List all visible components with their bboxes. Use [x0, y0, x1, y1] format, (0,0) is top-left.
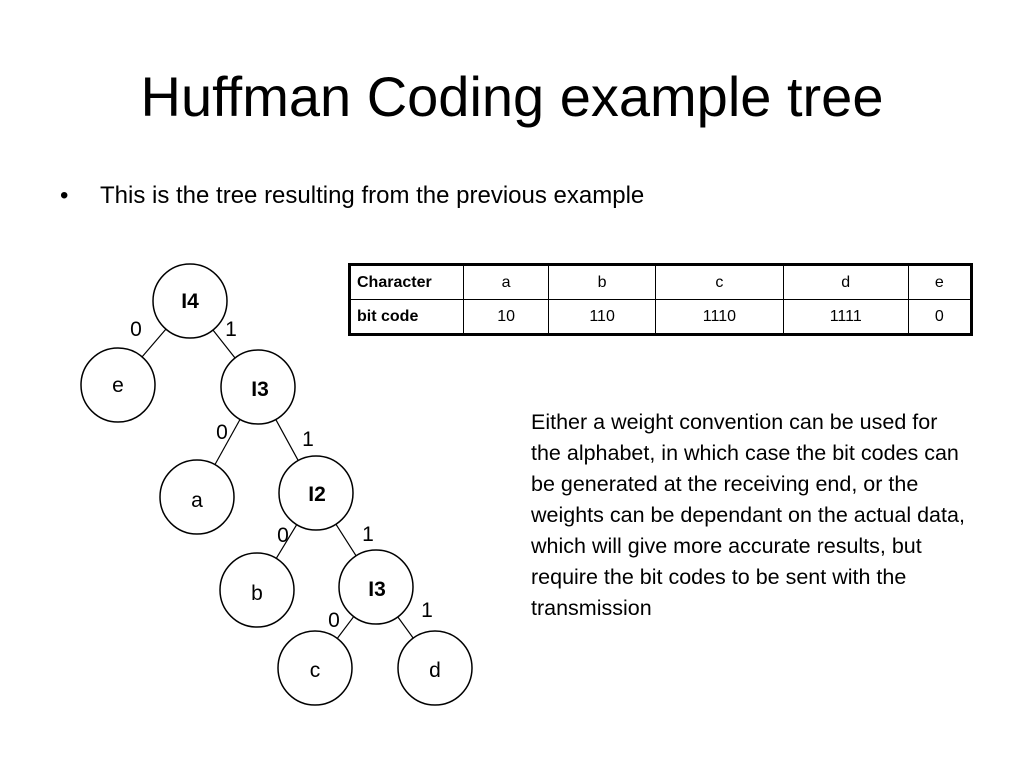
internal-node-label: I3 — [368, 578, 386, 601]
table-cell-char: c — [654, 264, 784, 300]
tree-edge — [141, 328, 167, 358]
table-row-codes: bit code 10 110 1110 1111 0 — [349, 299, 973, 335]
slide-title: Huffman Coding example tree — [140, 65, 884, 128]
edge-bit-label: 0 — [277, 524, 289, 547]
leaf-node — [277, 630, 353, 706]
tree-edge — [275, 524, 298, 559]
edge-bit-label: 0 — [328, 609, 340, 632]
bit-code-table: Character a b c d e bit code 10 110 1110… — [348, 263, 973, 336]
table-cell-code: 0 — [907, 299, 973, 335]
table-header-character: Character — [349, 264, 464, 300]
table-header-bit-code: bit code — [349, 299, 464, 335]
table-cell-code: 1111 — [782, 299, 909, 335]
internal-node — [152, 263, 228, 339]
edge-bit-label: 1 — [302, 428, 314, 451]
edge-bit-label: 1 — [225, 318, 237, 341]
table-cell-code: 110 — [548, 299, 656, 335]
tree-edge — [397, 616, 414, 639]
leaf-node — [219, 552, 295, 628]
table-cell-char: d — [782, 264, 909, 300]
table-cell-char: e — [907, 264, 973, 300]
table-cell-code: 1110 — [654, 299, 784, 335]
edge-bit-label: 0 — [216, 421, 228, 444]
leaf-node-label: d — [429, 659, 441, 682]
bullet-icon: • — [60, 182, 69, 209]
tree-edge — [212, 329, 236, 359]
tree-edge — [275, 419, 299, 461]
table-row-characters: Character a b c d e — [349, 264, 973, 300]
tree-edge — [336, 616, 355, 639]
internal-node — [220, 349, 296, 425]
internal-node — [278, 455, 354, 531]
internal-node-label: I3 — [251, 378, 269, 401]
edge-bit-label: 1 — [421, 599, 433, 622]
leaf-node-label: a — [191, 489, 203, 512]
leaf-node-label: e — [112, 374, 124, 397]
bullet-text: This is the tree resulting from the prev… — [100, 182, 645, 209]
tree-edge — [214, 419, 241, 465]
leaf-node-label: c — [310, 659, 321, 682]
internal-node — [338, 549, 414, 625]
tree-edge — [335, 523, 357, 557]
internal-node-label: I4 — [181, 290, 199, 313]
explanation-text: Either a weight convention can be used f… — [531, 410, 965, 620]
edge-bit-label: 1 — [362, 523, 374, 546]
internal-node-label: I2 — [308, 483, 326, 506]
table-cell-char: b — [548, 264, 656, 300]
edge-bit-label: 0 — [130, 318, 142, 341]
leaf-node-label: b — [251, 582, 263, 605]
leaf-node — [159, 459, 235, 535]
leaf-node — [397, 630, 473, 706]
table-cell-code: 10 — [462, 299, 550, 335]
table-cell-char: a — [462, 264, 550, 300]
leaf-node — [80, 347, 156, 423]
